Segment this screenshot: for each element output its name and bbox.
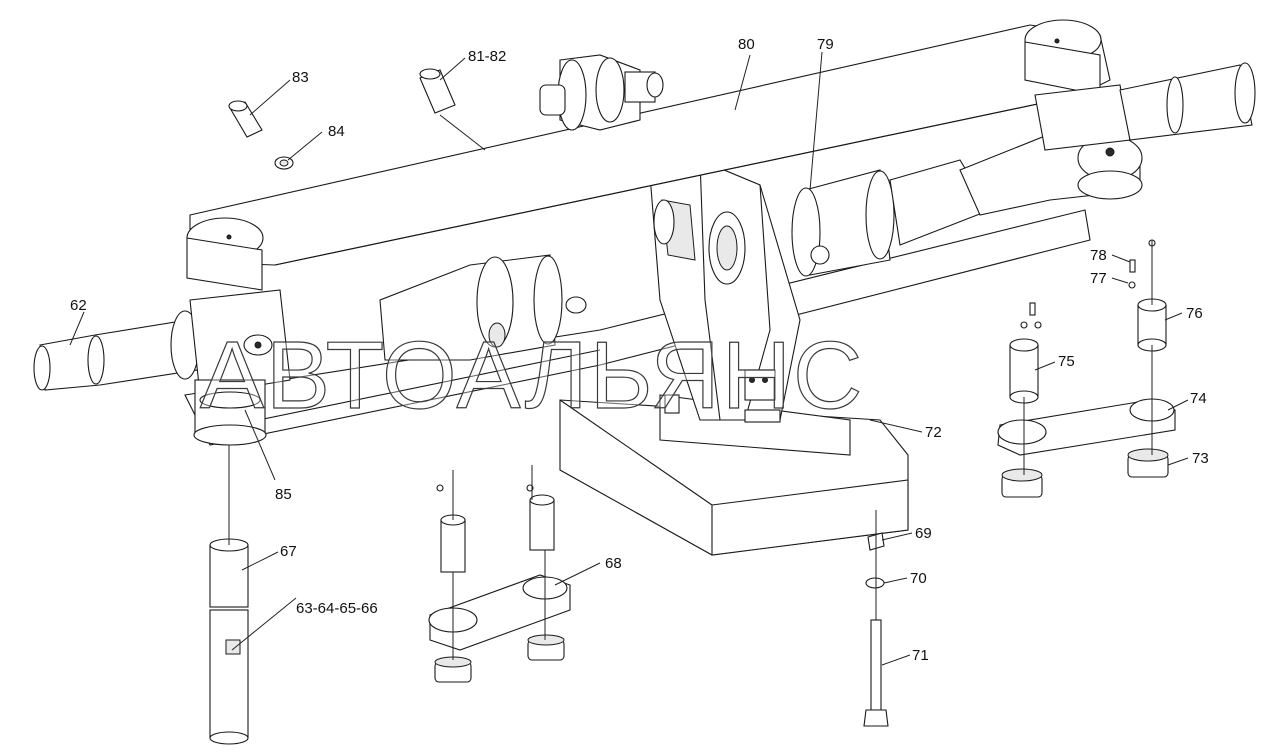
pin-67 <box>209 538 249 745</box>
lever-74 <box>997 398 1176 498</box>
label-77: 77 <box>1090 270 1107 287</box>
label-62: 62 <box>70 297 87 314</box>
label-84: 84 <box>328 123 345 140</box>
pin-76 <box>1137 298 1167 352</box>
label-71: 71 <box>912 647 929 664</box>
label-68: 68 <box>605 555 622 572</box>
bolt-83 <box>228 100 263 138</box>
lower-cross-beam <box>184 209 1091 446</box>
label-63-66: 63-64-65-66 <box>296 600 378 617</box>
left-roller <box>379 254 587 361</box>
label-69: 69 <box>915 525 932 542</box>
label-81-82: 81-82 <box>468 48 506 65</box>
left-pivot-tube <box>193 379 267 446</box>
leader-lines <box>69 51 1189 666</box>
label-78: 78 <box>1090 247 1107 264</box>
left-shaft-62 <box>33 289 291 396</box>
base-plate <box>559 394 909 556</box>
explode-axis-lines <box>228 240 1153 660</box>
label-83: 83 <box>292 69 309 86</box>
right-linkage <box>959 62 1256 216</box>
washer-84 <box>274 156 294 170</box>
label-76: 76 <box>1186 305 1203 322</box>
upper-arm-80 <box>186 19 1111 291</box>
top-cylinder-part <box>539 54 664 131</box>
label-70: 70 <box>910 570 927 587</box>
label-73: 73 <box>1192 450 1209 467</box>
bolt-assembly-69-71 <box>863 532 889 727</box>
label-74: 74 <box>1190 390 1207 407</box>
part-labels: 62 63-64-65-66 67 68 69 70 71 72 73 74 7… <box>70 36 1209 664</box>
lever-68 <box>428 494 571 683</box>
pin-81-82 <box>419 68 456 114</box>
watermark-text: АВТОАЛЬЯНС <box>200 322 864 429</box>
label-75: 75 <box>1058 353 1075 370</box>
label-72: 72 <box>925 424 942 441</box>
pin-75 <box>1009 338 1039 404</box>
label-67: 67 <box>280 543 297 560</box>
label-79: 79 <box>817 36 834 53</box>
central-bracket <box>649 159 801 423</box>
label-80: 80 <box>738 36 755 53</box>
label-85: 85 <box>275 486 292 503</box>
